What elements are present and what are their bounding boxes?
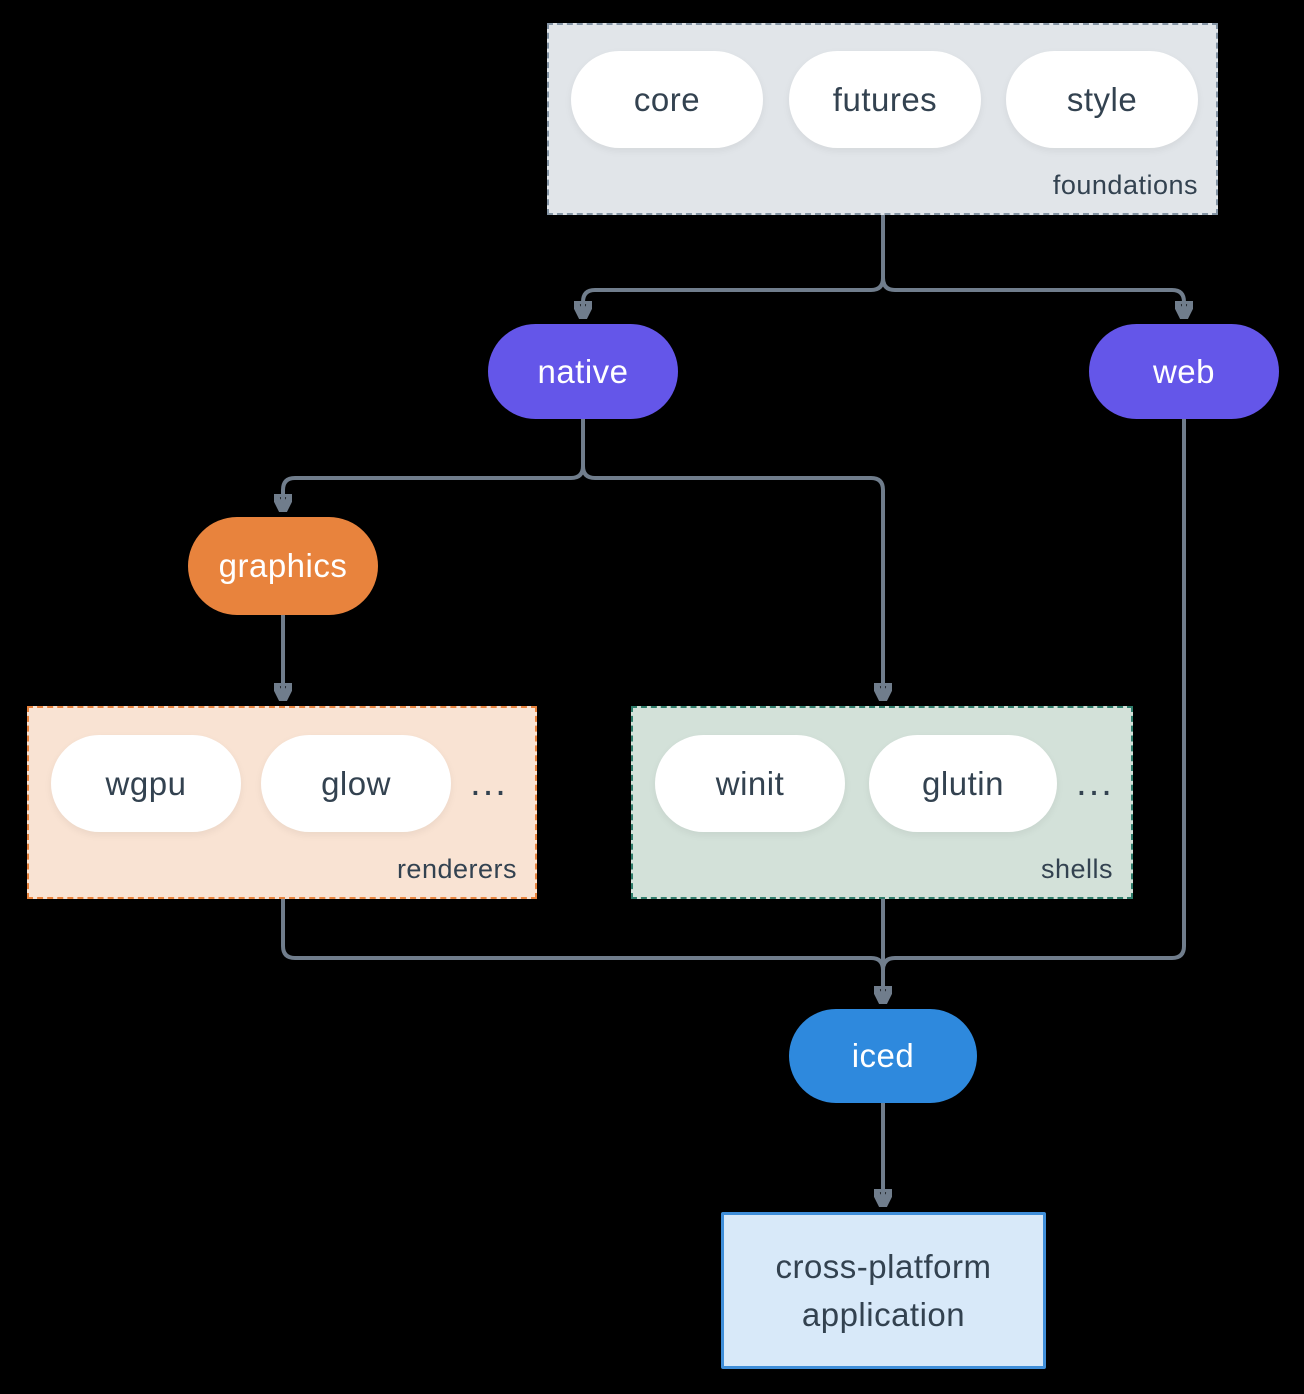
node-web: web: [1089, 324, 1279, 419]
node-core: core: [571, 51, 763, 148]
node-glow: glow: [261, 735, 451, 832]
node-winit: winit: [655, 735, 845, 832]
group-shells: winit glutin ... shells: [631, 706, 1133, 899]
edge-renderers-to-iced: [281, 899, 885, 975]
edge-native-to-shells: [581, 419, 883, 699]
group-renderers: wgpu glow ... renderers: [27, 706, 537, 899]
renderers-ellipsis: ...: [470, 762, 508, 804]
group-shells-label: shells: [1040, 854, 1113, 884]
shells-ellipsis: ...: [1076, 762, 1114, 804]
node-style: style: [1006, 51, 1198, 148]
node-wgpu: wgpu: [51, 735, 241, 832]
group-foundations-label: foundations: [1052, 170, 1198, 200]
node-cross-platform-application: cross-platform application: [721, 1212, 1046, 1369]
edge-foundations-to-native: [583, 215, 885, 317]
group-foundations: core futures style foundations: [547, 23, 1218, 215]
node-futures: futures: [789, 51, 981, 148]
application-label-line2: application: [801, 1295, 966, 1333]
edge-foundations-to-web: [881, 215, 1184, 317]
node-graphics: graphics: [188, 517, 378, 615]
node-glutin: glutin: [869, 735, 1057, 832]
node-native: native: [488, 324, 678, 419]
node-iced: iced: [789, 1009, 977, 1103]
group-renderers-label: renderers: [396, 854, 517, 884]
edge-native-to-graphics: [283, 419, 585, 510]
application-label-line1: cross-platform: [775, 1247, 992, 1285]
